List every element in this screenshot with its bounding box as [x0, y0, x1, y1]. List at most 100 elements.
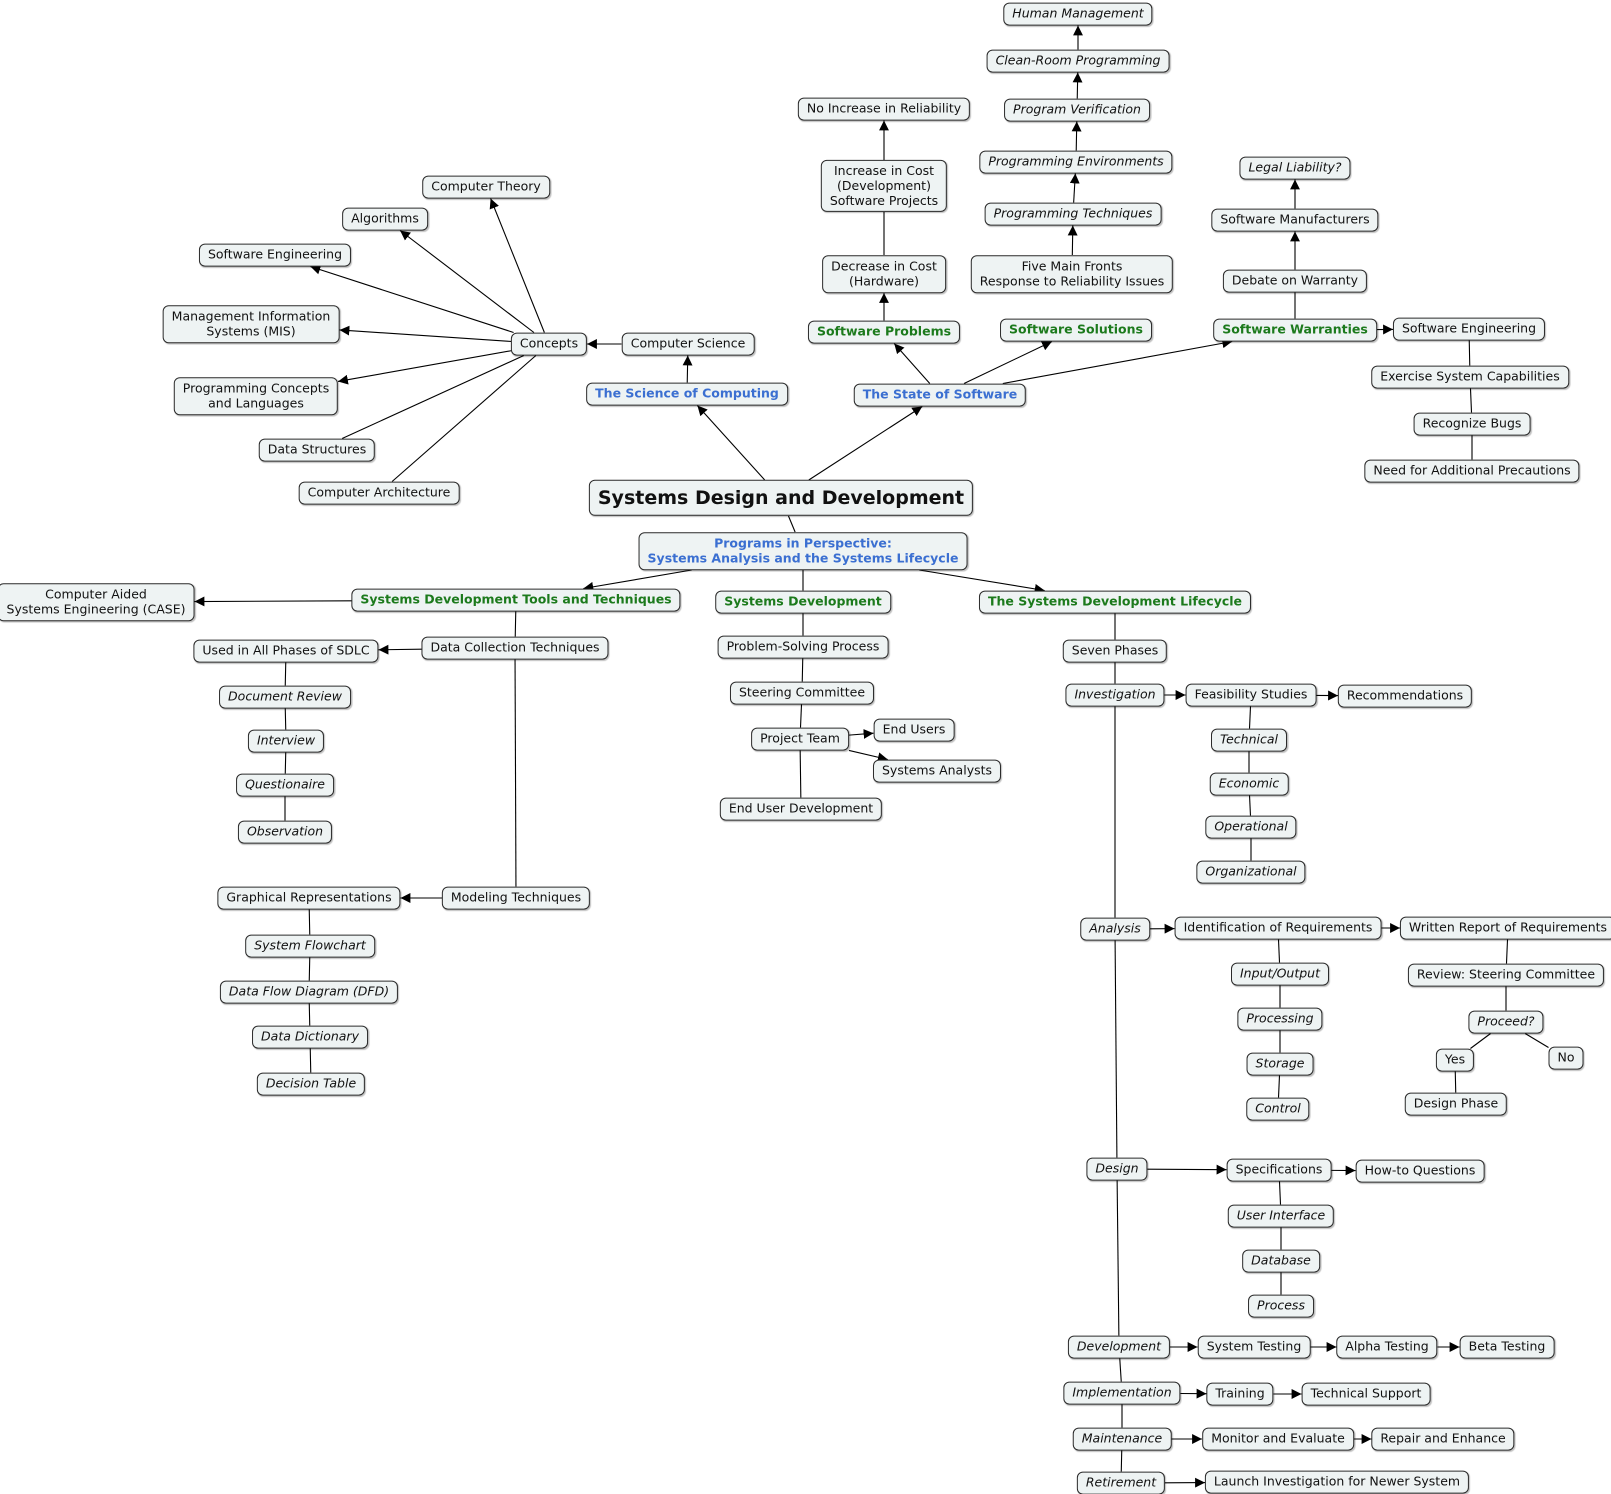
node-label-line: Systems Analysis and the Systems Lifecyc…	[648, 551, 959, 566]
node-software-warranties[interactable]: Software Warranties	[1213, 319, 1377, 342]
node-dfd[interactable]: Data Flow Diagram (DFD)	[220, 981, 398, 1004]
node-user-interface[interactable]: User Interface	[1228, 1205, 1334, 1228]
node-operational[interactable]: Operational	[1205, 816, 1296, 839]
node-used-all-phases[interactable]: Used in All Phases of SDLC	[193, 640, 378, 663]
node-recommendations[interactable]: Recommendations	[1338, 685, 1472, 708]
node-technical-support[interactable]: Technical Support	[1302, 1383, 1431, 1406]
node-specifications[interactable]: Specifications	[1227, 1159, 1332, 1182]
node-identification-requirements[interactable]: Identification of Requirements	[1175, 917, 1382, 940]
node-increase-in-cost[interactable]: Increase in Cost(Development)Software Pr…	[821, 160, 947, 212]
node-input-output[interactable]: Input/Output	[1231, 963, 1329, 986]
node-launch-investigation[interactable]: Launch Investigation for Newer System	[1205, 1471, 1469, 1494]
node-implementation[interactable]: Implementation	[1063, 1382, 1180, 1405]
node-alpha-testing[interactable]: Alpha Testing	[1336, 1336, 1437, 1359]
node-label-line: Proceed?	[1477, 1015, 1534, 1030]
node-data-dictionary[interactable]: Data Dictionary	[252, 1026, 368, 1049]
node-proceed[interactable]: Proceed?	[1468, 1011, 1543, 1034]
node-programming-environments[interactable]: Programming Environments	[979, 151, 1172, 174]
node-programs-in-perspective[interactable]: Programs in Perspective:Systems Analysis…	[639, 532, 968, 570]
node-technical[interactable]: Technical	[1211, 729, 1287, 752]
node-concepts[interactable]: Concepts	[511, 333, 587, 356]
node-review-steering[interactable]: Review: Steering Committee	[1408, 964, 1604, 987]
node-yes[interactable]: Yes	[1436, 1049, 1474, 1072]
node-recognize-bugs[interactable]: Recognize Bugs	[1414, 413, 1531, 436]
node-human-management[interactable]: Human Management	[1003, 3, 1152, 26]
node-process[interactable]: Process	[1248, 1295, 1314, 1318]
node-problem-solving[interactable]: Problem-Solving Process	[718, 636, 889, 659]
node-systems-analysts[interactable]: Systems Analysts	[873, 760, 1001, 783]
node-exercise-capabilities[interactable]: Exercise System Capabilities	[1371, 366, 1569, 389]
node-software-problems[interactable]: Software Problems	[808, 321, 960, 344]
node-system-flowchart[interactable]: System Flowchart	[245, 935, 375, 958]
node-label-line: Systems Development Tools and Techniques	[360, 593, 671, 608]
node-economic[interactable]: Economic	[1210, 773, 1289, 796]
node-training[interactable]: Training	[1206, 1383, 1273, 1406]
node-computer-architecture[interactable]: Computer Architecture	[299, 482, 460, 505]
node-end-users[interactable]: End Users	[874, 719, 955, 742]
node-decrease-in-cost[interactable]: Decrease in Cost(Hardware)	[822, 255, 946, 293]
node-sdlc[interactable]: The Systems Development Lifecycle	[979, 591, 1251, 614]
root-concept[interactable]: Systems Design and Development	[589, 480, 973, 516]
node-storage[interactable]: Storage	[1247, 1053, 1314, 1076]
node-no-increase-reliability[interactable]: No Increase in Reliability	[798, 98, 970, 121]
node-seven-phases[interactable]: Seven Phases	[1063, 640, 1167, 663]
node-legal-liability[interactable]: Legal Liability?	[1239, 157, 1350, 180]
node-software-manufacturers[interactable]: Software Manufacturers	[1211, 209, 1378, 232]
node-beta-testing[interactable]: Beta Testing	[1460, 1336, 1555, 1359]
node-sd-tools-techniques[interactable]: Systems Development Tools and Techniques	[351, 589, 680, 612]
arrow-connector	[919, 570, 1044, 591]
node-how-to-questions[interactable]: How-to Questions	[1356, 1160, 1485, 1183]
node-label-line: Decrease in Cost	[831, 259, 937, 274]
node-programming-techniques[interactable]: Programming Techniques	[985, 203, 1162, 226]
node-organizational[interactable]: Organizational	[1196, 861, 1305, 884]
node-decision-table[interactable]: Decision Table	[257, 1073, 365, 1096]
node-questionaire[interactable]: Questionaire	[236, 774, 334, 797]
node-program-verification[interactable]: Program Verification	[1004, 99, 1150, 122]
node-computer-science[interactable]: Computer Science	[622, 333, 755, 356]
node-analysis[interactable]: Analysis	[1080, 918, 1150, 941]
node-no[interactable]: No	[1549, 1047, 1584, 1070]
node-retirement[interactable]: Retirement	[1077, 1472, 1165, 1494]
node-debate-on-warranty[interactable]: Debate on Warranty	[1223, 270, 1367, 293]
node-modeling-techniques[interactable]: Modeling Techniques	[442, 887, 590, 910]
node-computer-theory[interactable]: Computer Theory	[422, 176, 550, 199]
node-observation[interactable]: Observation	[238, 821, 332, 844]
node-algorithms[interactable]: Algorithms	[342, 208, 428, 231]
node-document-review[interactable]: Document Review	[219, 686, 351, 709]
node-design-phase[interactable]: Design Phase	[1405, 1093, 1507, 1116]
node-repair-enhance[interactable]: Repair and Enhance	[1371, 1428, 1514, 1451]
node-data-structures[interactable]: Data Structures	[259, 439, 375, 462]
node-graphical-representations[interactable]: Graphical Representations	[217, 887, 400, 910]
node-need-precautions[interactable]: Need for Additional Precautions	[1364, 460, 1579, 483]
node-feasibility-studies[interactable]: Feasibility Studies	[1186, 684, 1317, 707]
node-state-of-software[interactable]: The State of Software	[854, 384, 1026, 407]
node-label-line: Increase in Cost	[830, 164, 938, 179]
node-systems-development[interactable]: Systems Development	[715, 591, 891, 614]
node-control[interactable]: Control	[1246, 1098, 1309, 1121]
node-project-team[interactable]: Project Team	[751, 728, 849, 751]
node-interview[interactable]: Interview	[248, 730, 324, 753]
node-software-engineering-2[interactable]: Software Engineering	[1393, 318, 1545, 341]
node-science-of-computing[interactable]: The Science of Computing	[586, 383, 788, 406]
node-software-solutions[interactable]: Software Solutions	[1000, 319, 1152, 342]
node-system-testing[interactable]: System Testing	[1198, 1336, 1311, 1359]
node-label-line: Recognize Bugs	[1423, 417, 1522, 432]
node-monitor-evaluate[interactable]: Monitor and Evaluate	[1202, 1428, 1354, 1451]
node-label-line: Need for Additional Precautions	[1373, 464, 1570, 479]
node-development[interactable]: Development	[1068, 1336, 1170, 1359]
node-data-collection[interactable]: Data Collection Techniques	[421, 637, 608, 660]
node-database[interactable]: Database	[1242, 1250, 1320, 1273]
node-clean-room-programming[interactable]: Clean-Room Programming	[987, 50, 1170, 73]
node-steering-committee[interactable]: Steering Committee	[730, 682, 874, 705]
node-maintenance[interactable]: Maintenance	[1073, 1428, 1172, 1451]
node-end-user-development[interactable]: End User Development	[720, 798, 882, 821]
node-software-engineering[interactable]: Software Engineering	[199, 244, 351, 267]
node-processing[interactable]: Processing	[1237, 1008, 1322, 1031]
node-investigation[interactable]: Investigation	[1065, 684, 1164, 707]
node-written-report[interactable]: Written Report of Requirements	[1400, 917, 1611, 940]
node-design[interactable]: Design	[1086, 1158, 1147, 1181]
